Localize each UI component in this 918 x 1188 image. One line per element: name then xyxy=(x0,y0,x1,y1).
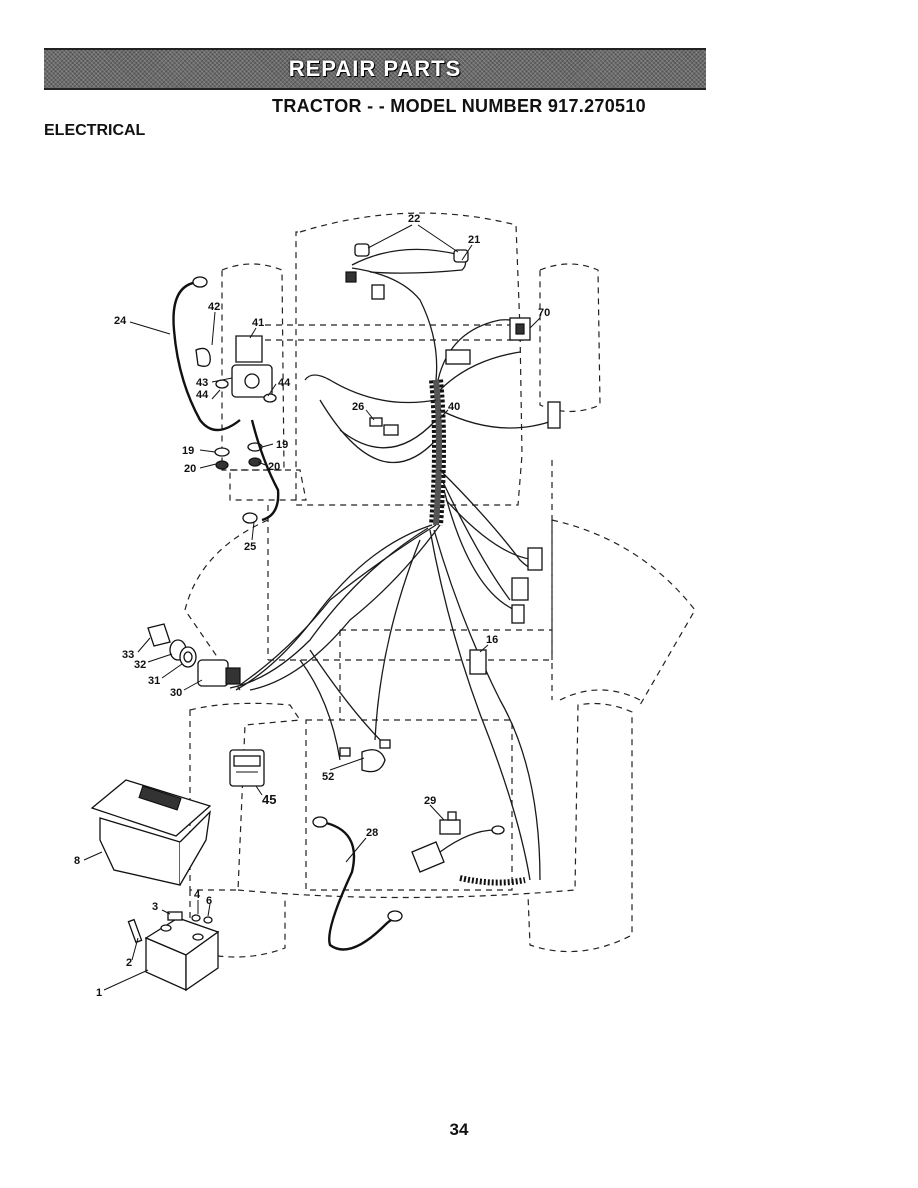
callout-19-left: 19 xyxy=(182,445,194,457)
callout-4: 4 xyxy=(194,889,201,901)
callout-44-right: 44 xyxy=(278,377,291,389)
callout-29: 29 xyxy=(424,795,436,807)
callout-2: 2 xyxy=(126,957,132,969)
callout-20-left: 20 xyxy=(184,463,196,475)
callout-24: 24 xyxy=(114,315,127,327)
callout-52: 52 xyxy=(322,771,334,783)
leader-lines xyxy=(83,224,541,991)
banner-title: REPAIR PARTS xyxy=(288,56,462,81)
battery-hardware xyxy=(127,911,213,944)
battery-cable-28 xyxy=(312,816,403,951)
headlight-harness xyxy=(345,243,469,300)
callout-21: 21 xyxy=(468,234,480,246)
connector-29 xyxy=(411,811,526,886)
callout-45: 45 xyxy=(262,792,276,807)
battery-box-8 xyxy=(90,779,212,886)
wiring-harness-conduit xyxy=(429,379,446,526)
callout-3: 3 xyxy=(152,901,158,913)
hardware-19-20 xyxy=(214,442,263,470)
battery-cable-24 xyxy=(172,276,241,432)
callout-31: 31 xyxy=(148,675,160,687)
section-label: ELECTRICAL xyxy=(44,122,146,139)
callout-40: 40 xyxy=(448,401,460,413)
callout-30: 30 xyxy=(170,687,182,699)
callout-26: 26 xyxy=(352,401,364,413)
connectors-right xyxy=(369,317,561,675)
callout-8: 8 xyxy=(74,855,80,867)
callout-numbers: 22 21 70 24 42 41 43 44 44 26 40 19 19 2… xyxy=(74,213,550,999)
ignition-switch xyxy=(147,623,241,687)
callout-42: 42 xyxy=(208,301,220,313)
callout-28: 28 xyxy=(366,827,378,839)
callout-6: 6 xyxy=(206,895,212,907)
callout-25: 25 xyxy=(244,541,256,553)
switch-52 xyxy=(339,739,391,773)
callout-33: 33 xyxy=(122,649,134,661)
callout-41: 41 xyxy=(252,317,264,329)
callout-20-right: 20 xyxy=(268,461,280,473)
callout-1: 1 xyxy=(96,987,102,999)
solenoid-43 xyxy=(195,335,277,403)
section-banner: REPAIR PARTS xyxy=(44,48,706,90)
harness-wires xyxy=(229,267,556,881)
ground-cable-25 xyxy=(242,419,280,524)
callout-44-left: 44 xyxy=(196,389,209,401)
callout-22: 22 xyxy=(408,213,420,225)
battery-1 xyxy=(144,917,220,992)
callout-70: 70 xyxy=(538,307,550,319)
page-number: 34 xyxy=(449,1120,469,1139)
callout-16: 16 xyxy=(486,634,498,646)
callout-32: 32 xyxy=(134,659,146,671)
model-title: TRACTOR - - MODEL NUMBER 917.270510 xyxy=(272,96,646,116)
callout-43: 43 xyxy=(196,377,208,389)
module-45 xyxy=(229,749,265,787)
callout-19-right: 19 xyxy=(276,439,288,451)
